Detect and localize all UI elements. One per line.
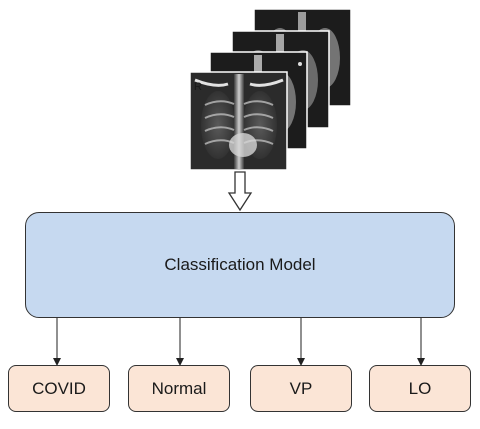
class-box-vp: VP [250,365,352,412]
class-label-lo: LO [408,378,432,398]
xray-image-1: R [189,71,288,171]
class-label-vp: VP [289,378,313,398]
xray-stack: R [189,8,352,171]
class-label-covid: COVID [32,378,86,398]
classification-model-label: Classification Model [164,255,316,274]
classification-model-box: Classification Model [25,212,455,318]
class-box-covid: COVID [8,365,110,412]
xray-marker-label: R [194,81,202,93]
input-arrow [227,171,253,212]
class-label-normal: Normal [151,378,207,398]
class-box-lo: LO [369,365,471,412]
class-box-normal: Normal [128,365,230,412]
output-connectors [53,318,425,366]
